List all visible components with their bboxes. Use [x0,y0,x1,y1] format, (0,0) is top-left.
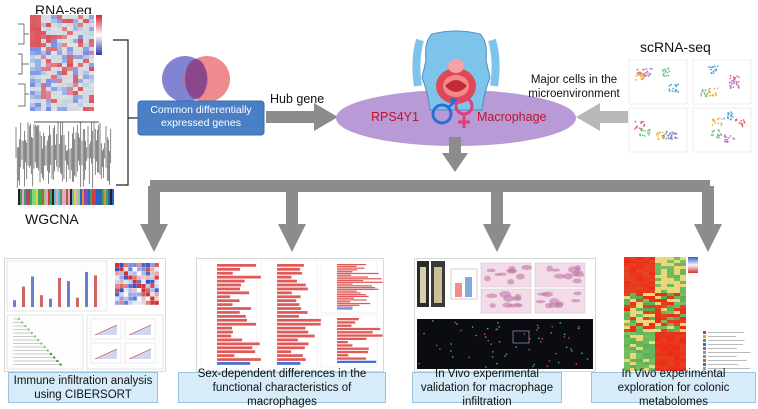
distribution-bar [150,180,710,192]
down-arrow-1 [140,186,168,252]
caption-metabolomes: In Vivo experimental exploration for col… [591,368,756,408]
female-symbol-icon [454,96,474,128]
histology-panel [414,258,596,372]
venn-diagram [162,56,230,102]
down-arrow-3 [483,186,511,252]
rna-seq-heatmap-cells [30,15,94,111]
hub-gene-arrow [266,103,338,131]
macrophage-label: Macrophage [477,110,547,124]
immune-infiltration-panel [4,258,166,372]
wgcna-module-colors [18,189,114,205]
input-bracket [113,39,129,186]
center-ellipse [336,90,576,146]
histology-images [417,261,593,369]
macrophage-function-panel [196,258,384,372]
rna-seq-dendrogram [18,23,29,107]
caption-in-vivo-validation: In Vivo experimental validation for macr… [412,368,562,408]
major-cells-label: Major cells in the microenvironment [528,74,620,100]
wgcna-dendrogram [12,120,112,188]
immune-infiltration-plots [6,260,164,370]
metabolome-color-scale [688,257,698,273]
down-arrow-2 [278,186,306,252]
hub-gene-label: Hub gene [270,92,325,106]
major-cells-arrow [576,103,628,131]
human-torso-illustration [412,30,500,111]
common-genes-text: Common differentially expressed genes [150,104,252,129]
metabolome-heatmap [624,257,686,371]
center-down-arrow [442,137,468,172]
metabolome-legend [703,331,751,370]
caption-sex-dependent: Sex-dependent differences in the functio… [178,368,386,408]
rna-seq-color-scale [96,15,102,55]
wgcna-label: WGCNA [25,211,79,227]
scrna-seq-label: scRNA-seq [640,39,711,55]
go-enrichment-bars [200,260,383,370]
caption-immune: Immune infiltration analysis using CIBER… [8,372,158,403]
common-genes-box [137,100,265,136]
down-arrow-4 [694,186,722,252]
rps4y1-label: RPS4Y1 [371,110,419,124]
scrna-umap-panels [628,59,752,153]
